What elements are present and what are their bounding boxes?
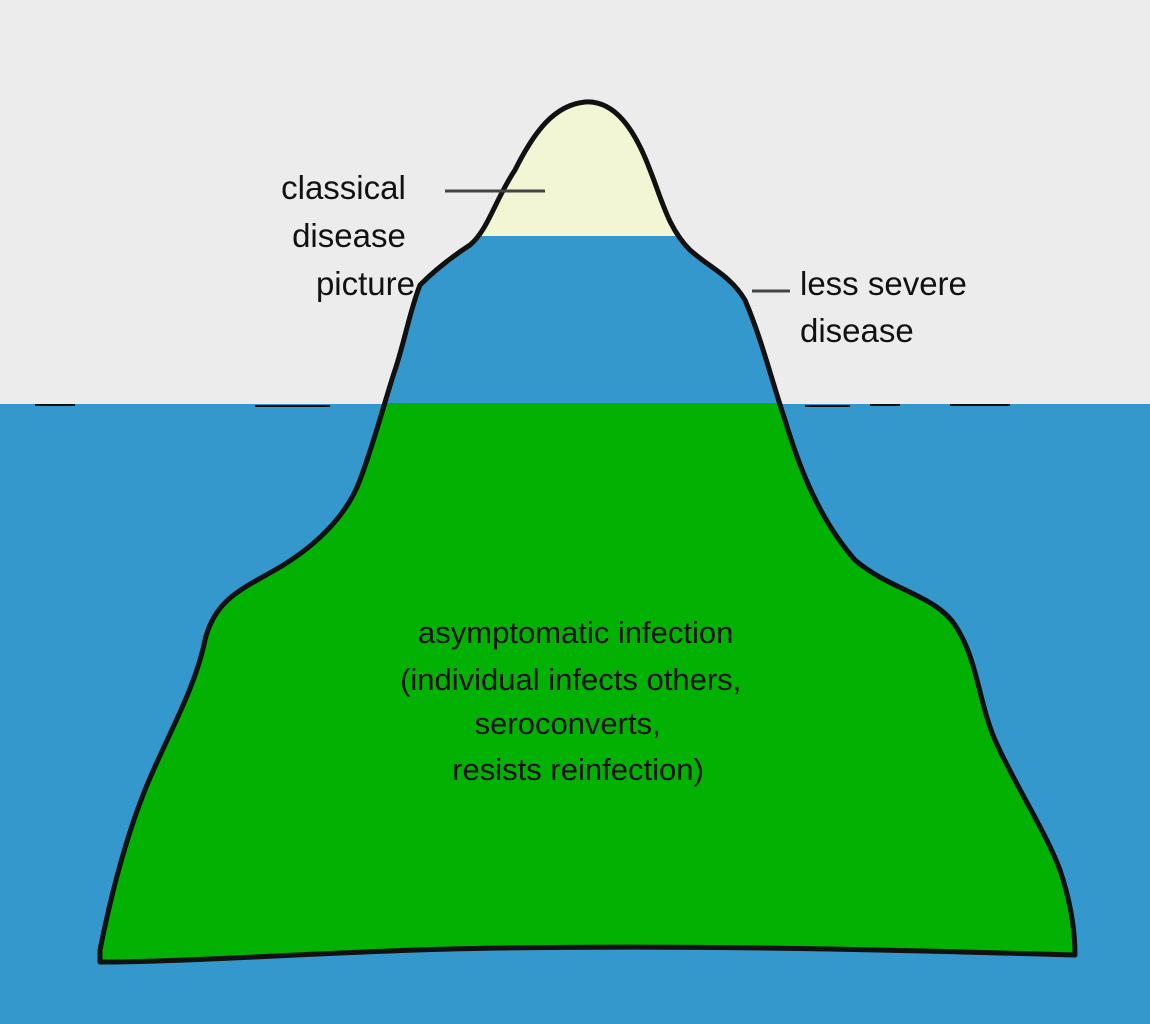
- classical-label-line-3: picture: [316, 265, 415, 302]
- less-severe-label-line-2: disease: [800, 312, 914, 349]
- asymptomatic-label-line-1: asymptomatic infection: [418, 615, 733, 650]
- classical-label-line-2: disease: [292, 217, 406, 254]
- less-severe-label-line-1: less severe: [800, 265, 967, 302]
- asymptomatic-label-line-2: (individual infects others,: [400, 662, 741, 697]
- asymptomatic-label-line-3: seroconverts,: [475, 706, 661, 741]
- classical-label-line-1: classical: [281, 169, 406, 206]
- asymptomatic-label-line-4: resists reinfection): [452, 752, 704, 787]
